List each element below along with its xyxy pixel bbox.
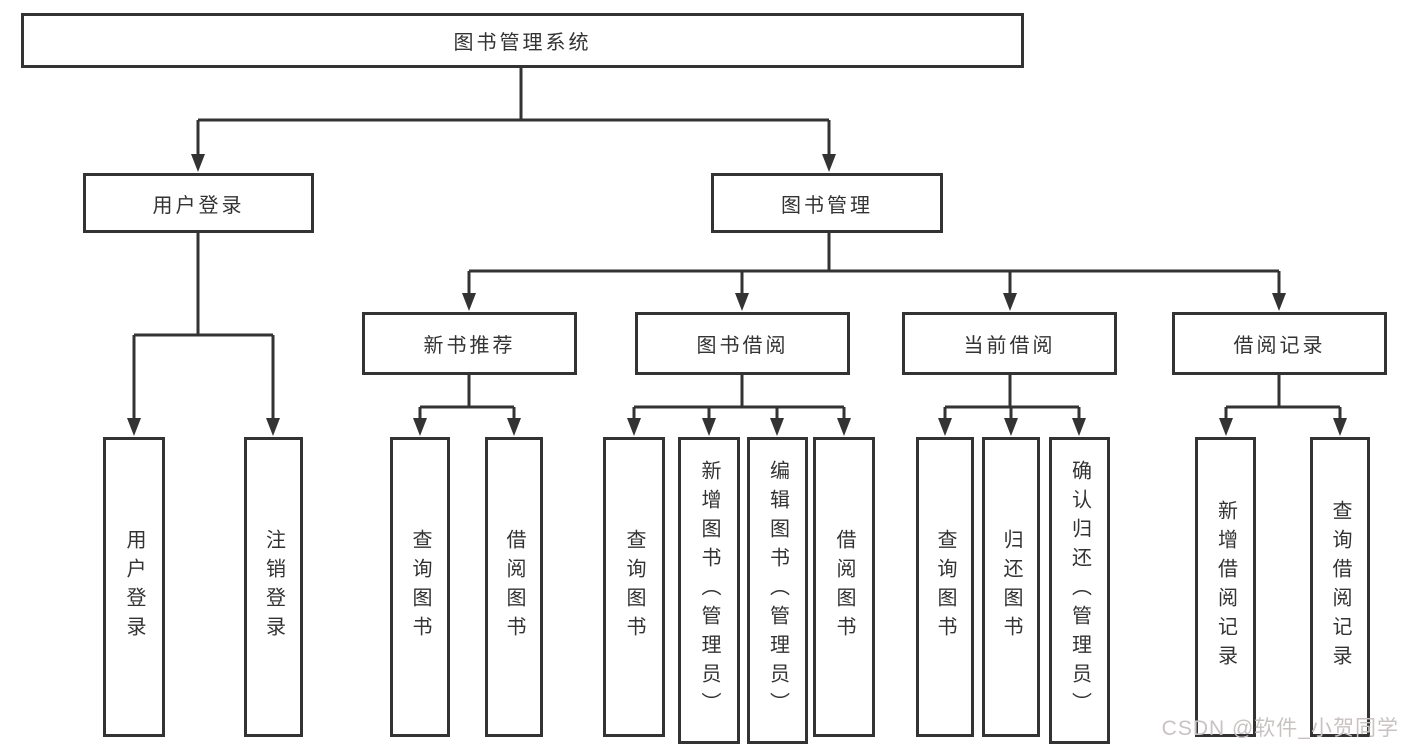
leaf-borrow-books: 借阅图书 — [813, 437, 875, 737]
arrow-down-icon — [627, 418, 641, 436]
node-label: 查询借阅记录 — [1329, 500, 1351, 674]
connector-current-borrow-children — [938, 375, 1086, 436]
arrow-down-icon — [1219, 418, 1233, 436]
node-label: 查询图书 — [409, 529, 431, 645]
arrow-down-icon — [462, 293, 476, 311]
node-label: 图书借阅 — [696, 335, 789, 357]
arrow-down-icon — [1272, 293, 1286, 311]
node-label: 用户登录 — [123, 529, 145, 645]
arrow-down-icon — [127, 418, 141, 436]
arrow-down-icon — [938, 418, 952, 436]
arrow-down-icon — [837, 418, 851, 436]
leaf-edit-book-admin: 编辑图书（管理员） — [747, 437, 808, 744]
node-label: 新增借阅记录 — [1214, 500, 1237, 674]
leaf-logout: 注销登录 — [244, 437, 303, 737]
connector-book-borrow-children — [627, 375, 851, 436]
node-label: 确认归还（管理员） — [1068, 460, 1091, 721]
node-label: 查询图书 — [623, 529, 645, 645]
node-label: 当前借阅 — [963, 335, 1056, 357]
node-book-borrow: 图书借阅 — [635, 312, 850, 375]
node-new-book-recommend: 新书推荐 — [362, 312, 577, 375]
arrow-down-icon — [1333, 418, 1347, 436]
arrow-down-icon — [266, 418, 280, 436]
node-library-system: 图书管理系统 — [21, 13, 1024, 68]
leaf-query-books-current: 查询图书 — [916, 437, 974, 737]
arrow-down-icon — [507, 418, 521, 436]
connector-new-book-children — [413, 375, 521, 436]
arrow-down-icon — [735, 293, 749, 311]
node-label: 图书管理系统 — [453, 32, 592, 54]
node-label: 图书管理 — [781, 194, 873, 217]
node-label: 新书推荐 — [423, 335, 516, 357]
arrow-down-icon — [191, 154, 205, 172]
arrow-down-icon — [1072, 418, 1086, 436]
leaf-borrow-books-recommend: 借阅图书 — [485, 437, 543, 737]
node-current-borrow: 当前借阅 — [902, 312, 1117, 375]
arrow-down-icon — [770, 418, 784, 436]
node-label: 查询图书 — [934, 529, 956, 645]
connector-root-to-level2 — [191, 68, 836, 172]
node-label: 新增图书（管理员） — [698, 460, 720, 721]
connector-user-login-children — [127, 233, 280, 436]
arrow-down-icon — [702, 418, 716, 436]
arrow-down-icon — [413, 418, 427, 436]
leaf-return-books: 归还图书 — [982, 437, 1040, 737]
arrow-down-icon — [822, 154, 836, 172]
node-label: 借阅图书 — [503, 529, 525, 645]
leaf-query-borrow-record: 查询借阅记录 — [1310, 437, 1370, 737]
node-book-management: 图书管理 — [711, 173, 943, 233]
node-label: 借阅记录 — [1233, 335, 1326, 357]
node-label: 借阅图书 — [833, 529, 855, 645]
node-label: 编辑图书（管理员） — [766, 460, 789, 721]
node-user-login: 用户登录 — [83, 173, 314, 233]
node-label: 用户登录 — [152, 194, 245, 217]
connector-book-management-children — [462, 233, 1286, 311]
node-label: 注销登录 — [262, 529, 285, 645]
leaf-confirm-return-admin: 确认归还（管理员） — [1049, 437, 1110, 744]
arrow-down-icon — [1003, 293, 1017, 311]
node-borrow-records: 借阅记录 — [1172, 312, 1387, 375]
leaf-add-borrow-record: 新增借阅记录 — [1195, 437, 1256, 737]
leaf-query-books-borrow: 查询图书 — [603, 437, 665, 737]
connector-borrow-records-children — [1219, 375, 1347, 436]
node-label: 归还图书 — [1000, 529, 1022, 645]
leaf-query-books-recommend: 查询图书 — [390, 437, 450, 737]
arrow-down-icon — [1004, 418, 1018, 436]
leaf-add-book-admin: 新增图书（管理员） — [678, 437, 740, 744]
leaf-user-login: 用户登录 — [103, 437, 165, 737]
